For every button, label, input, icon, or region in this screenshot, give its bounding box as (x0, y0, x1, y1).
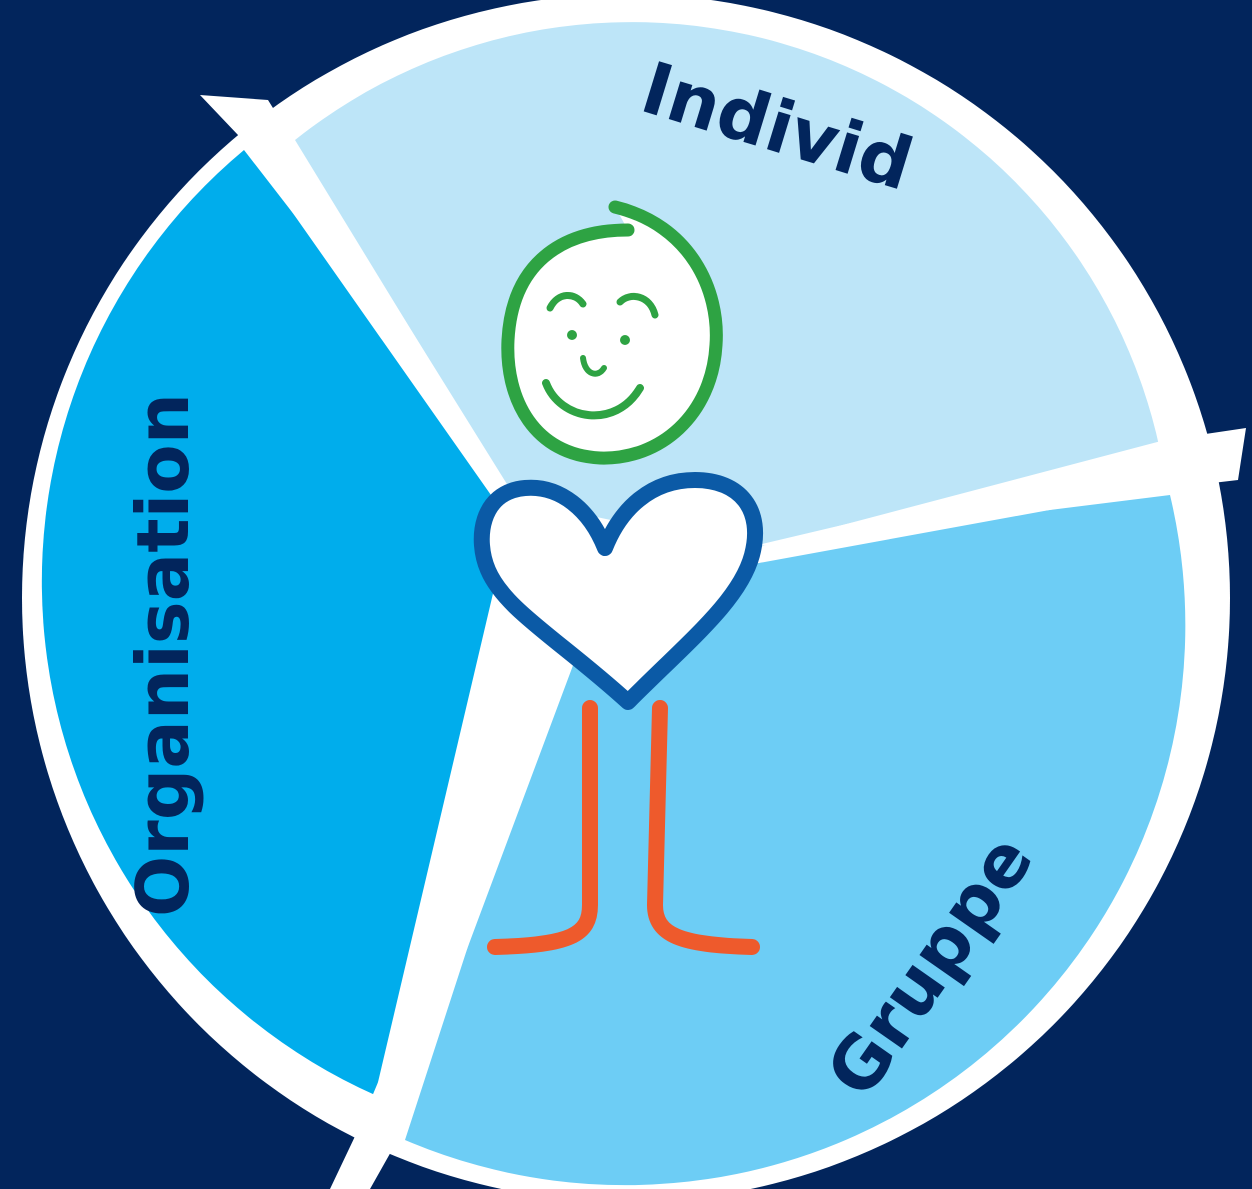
heart-icon (473, 472, 764, 710)
segment-individ (295, 22, 1160, 549)
divider-right (740, 428, 1246, 565)
divider-top-left (200, 95, 520, 515)
divider-bottom (330, 648, 578, 1189)
smiling-head-icon (501, 200, 723, 465)
label-organisation: Organisation (121, 393, 205, 917)
stick-legs-icon (487, 700, 760, 955)
segment-organisation (41, 150, 515, 1095)
